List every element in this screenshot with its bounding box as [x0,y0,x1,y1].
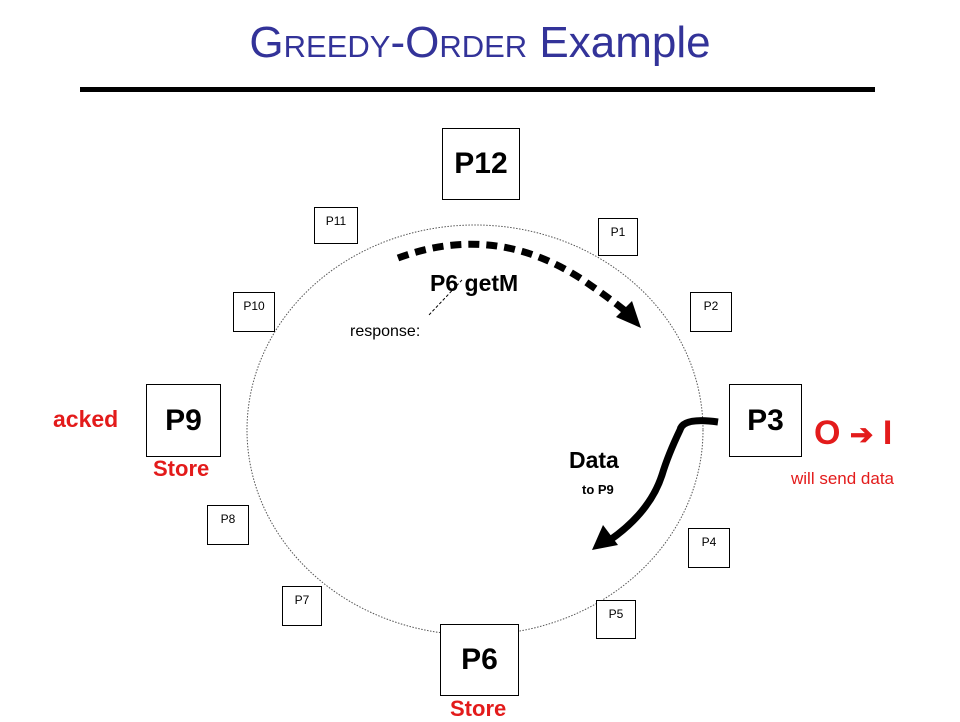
node-p8: P8 [207,505,249,545]
node-p1: P1 [598,218,638,256]
request-arrow [396,240,627,313]
state-to: I [882,414,893,452]
data-label: Data [569,447,619,473]
node-p6: P6 [440,624,519,696]
slide-title: GREEDY-ORDER Example [0,18,960,68]
request-label: P6 getM [430,270,519,296]
title-part: RDER [439,29,528,64]
title-part: REEDY [283,29,391,64]
node-p9: P9 [146,384,221,457]
response-pointer [427,279,463,317]
transition-arrow-icon: ➔ [849,419,874,450]
state-from: O [814,414,841,452]
data-arrow [607,417,719,543]
node-p2: P2 [690,292,732,332]
node-p4: P4 [688,528,730,568]
p9-store-status: Store [153,456,210,481]
will-send-data-note: will send data [791,469,895,488]
node-p7: P7 [282,586,322,626]
title-underline [80,87,875,92]
title-part: O [405,18,440,67]
title-part: - [390,18,406,67]
p6-store-status: Store [450,696,507,721]
data-arrowhead [592,525,618,550]
response-label: response: [350,323,421,340]
title-part: Example [527,18,711,67]
state-transition: O ➔ I [814,414,892,453]
node-p10: P10 [233,292,275,332]
acked-status: acked [53,406,119,432]
title-part: G [249,18,284,67]
node-p5: P5 [596,600,636,639]
node-p3: P3 [729,384,802,457]
request-arrowhead [616,301,641,328]
node-p12: P12 [442,128,520,200]
data-destination-label: to P9 [582,482,614,497]
node-p11: P11 [314,207,358,244]
